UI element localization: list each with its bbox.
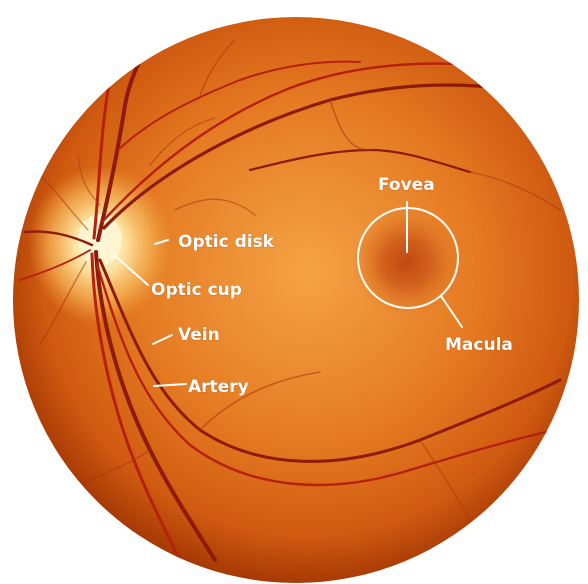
- fovea-label: Fovea: [378, 175, 435, 195]
- optic-disk-label: Optic disk: [178, 232, 275, 252]
- optic-cup-label: Optic cup: [151, 280, 242, 300]
- macula-label: Macula: [445, 335, 513, 355]
- artery-label: Artery: [188, 377, 249, 397]
- vein-label: Vein: [178, 325, 220, 345]
